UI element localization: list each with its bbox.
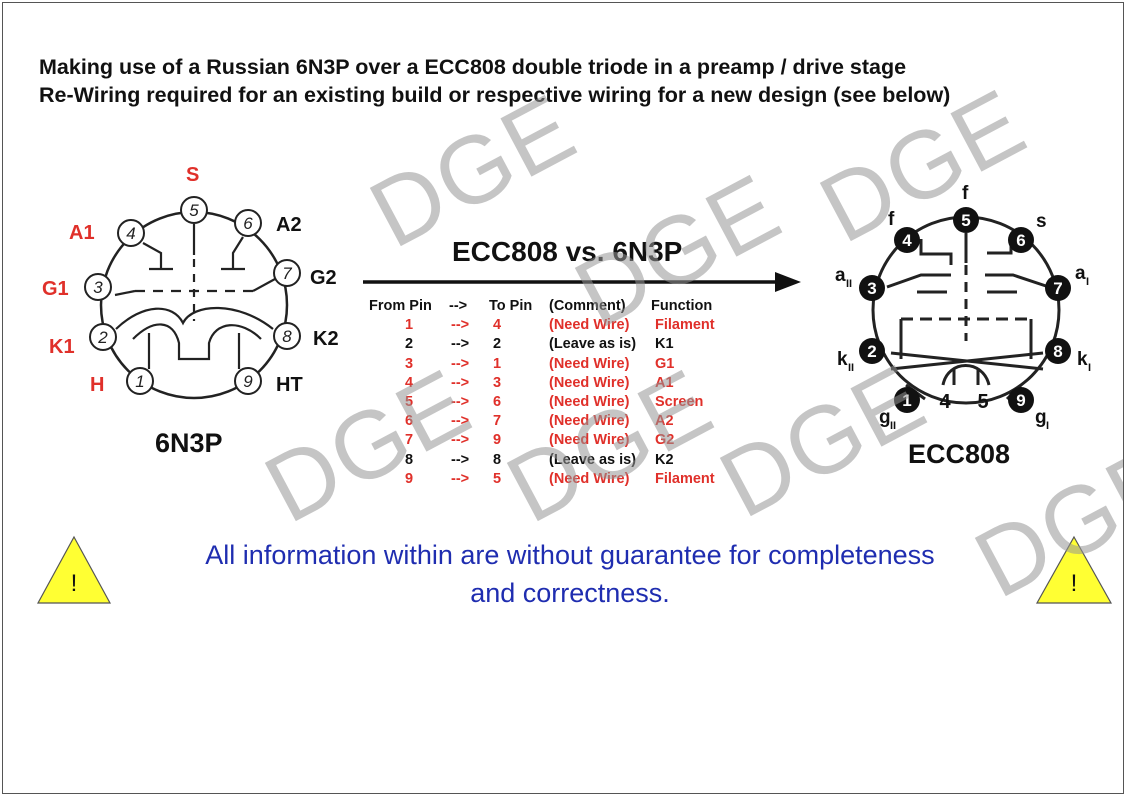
- tube-6n3p-pin-3: [84, 273, 112, 301]
- tube-ecc808-pin-2: [859, 338, 885, 364]
- tube-ecc808-label-s: s: [1036, 211, 1047, 232]
- tube-ecc808-diagram: 1 2 3 4 5 6 7 8 9 4 5 f f s a a: [835, 183, 1091, 432]
- warning-triangle-icon: !: [36, 535, 112, 604]
- tube-ecc808-label-f-top: f: [962, 183, 969, 204]
- tube-ecc808-subscript-g-i: I: [1046, 420, 1049, 432]
- tube-6n3p-internals: [114, 224, 276, 369]
- tube-6n3p-label-s: S: [186, 164, 199, 186]
- tube-ecc808-pin-number-3: 3: [867, 279, 876, 298]
- tube-ecc808-pin-4: [894, 227, 920, 253]
- disclaimer-line-1: All information within are without guara…: [205, 540, 935, 570]
- tube-ecc808-pin-number-4: 4: [902, 231, 912, 250]
- tube-6n3p-label-g1: G1: [42, 278, 69, 300]
- header-function: Function: [651, 298, 713, 314]
- tube-ecc808-internals: [886, 233, 1050, 401]
- tube-6n3p-pin-8: [273, 322, 301, 350]
- tube-ecc808-label-g-ii: g: [879, 407, 891, 428]
- arrow-right-icon: [363, 272, 801, 292]
- tube-ecc808-pin-number-1: 1: [902, 391, 911, 410]
- warning-triangle-icon: !: [1035, 535, 1113, 604]
- tube-6n3p-label-h: H: [90, 374, 104, 396]
- tube-6n3p-label-g2: G2: [310, 267, 337, 289]
- tube-ecc808-pin-8: [1045, 338, 1071, 364]
- tube-ecc808-pin-number-7: 7: [1053, 279, 1062, 298]
- document-frame: Making use of a Russian 6N3P over a ECC8…: [2, 2, 1124, 794]
- tube-6n3p-pin-number-4: 4: [126, 224, 135, 243]
- tube-ecc808-label-f-left: f: [888, 209, 895, 230]
- tube-ecc808-label-k-ii: k: [837, 349, 848, 370]
- tube-ecc808-pin-9: [1008, 387, 1034, 413]
- tube-ecc808-label-g-i: g: [1035, 407, 1047, 428]
- tube-ecc808-pin-7: [1045, 275, 1071, 301]
- tube-ecc808-label-k-i: k: [1077, 349, 1088, 370]
- header-to-pin: To Pin: [489, 298, 533, 314]
- tube-6n3p-pin-5: [180, 196, 208, 224]
- disclaimer: All information within are without guara…: [103, 536, 1037, 612]
- header-from-pin: From Pin: [369, 298, 432, 314]
- tube-ecc808-pin-number-2: 2: [867, 342, 876, 361]
- tube-ecc808-name: ECC808: [908, 439, 1011, 469]
- tube-6n3p-pin-number-9: 9: [243, 372, 253, 391]
- tube-6n3p-pin-number-7: 7: [282, 264, 292, 283]
- tube-ecc808-pin-number-8: 8: [1053, 342, 1062, 361]
- tube-ecc808-pin-6: [1008, 227, 1034, 253]
- tube-6n3p-pin-2: [89, 323, 117, 351]
- disclaimer-line-2: and correctness.: [470, 578, 670, 608]
- tube-6n3p-pin-number-2: 2: [97, 328, 108, 347]
- tube-ecc808-filament-number-4: 4: [939, 391, 951, 413]
- tube-ecc808-subscript-g-ii: II: [890, 420, 896, 432]
- tube-6n3p-label-ht: HT: [276, 374, 303, 396]
- tube-6n3p-pin-number-1: 1: [135, 372, 144, 391]
- header-line-1: Making use of a Russian 6N3P over a ECC8…: [39, 55, 907, 79]
- tube-ecc808-pin-number-9: 9: [1016, 391, 1025, 410]
- tube-6n3p-label-k2: K2: [313, 328, 339, 350]
- tube-6n3p-pin-1: [126, 367, 154, 395]
- tube-6n3p-pin-number-8: 8: [282, 327, 292, 346]
- tube-6n3p-pin-9: [234, 367, 262, 395]
- tube-ecc808-label-a-ii: a: [835, 265, 846, 286]
- header-line-2: Re-Wiring required for an existing build…: [39, 83, 951, 107]
- header-arrow: -->: [449, 298, 468, 314]
- tube-6n3p-diagram: 1 2 3 4 5 6 7 8 9: [42, 164, 339, 400]
- tube-6n3p-pin-4: [117, 219, 145, 247]
- warning-symbol-left: !: [71, 570, 78, 597]
- tube-ecc808-pin-5: [953, 207, 979, 233]
- tube-ecc808-pin-number-5: 5: [961, 211, 970, 230]
- diagram-canvas: 1 2 3 4 5 6 7 8 9: [36, 164, 1113, 604]
- warning-symbol-right: !: [1071, 570, 1078, 597]
- tube-ecc808-filament-number-5: 5: [977, 391, 988, 413]
- tube-ecc808-subscript-k-i: I: [1088, 362, 1091, 374]
- tube-6n3p-pin-number-3: 3: [93, 278, 103, 297]
- tube-6n3p-label-k1: K1: [49, 336, 75, 358]
- tube-ecc808-label-a-i: a: [1075, 263, 1086, 284]
- header: Making use of a Russian 6N3P over a ECC8…: [39, 53, 950, 109]
- tube-6n3p-label-a1: A1: [69, 222, 95, 244]
- tube-6n3p-label-a2: A2: [276, 214, 302, 236]
- tube-6n3p-pin-6: [234, 209, 262, 237]
- tube-6n3p-pin-number-6: 6: [243, 214, 253, 233]
- tube-6n3p-pin-number-5: 5: [189, 201, 199, 220]
- tube-ecc808-subscript-a-ii: II: [846, 278, 852, 290]
- tube-ecc808-pin-3: [859, 275, 885, 301]
- tube-6n3p-name: 6N3P: [155, 428, 223, 458]
- tube-ecc808-pin-1: [894, 387, 920, 413]
- tube-ecc808-subscript-a-i: I: [1086, 276, 1089, 288]
- tube-6n3p-pin-7: [273, 259, 301, 287]
- tube-ecc808-pin-number-6: 6: [1016, 231, 1025, 250]
- comparison-title: ECC808 vs. 6N3P: [452, 236, 682, 267]
- tube-ecc808-subscript-k-ii: II: [848, 362, 854, 374]
- header-comment: (Comment): [549, 298, 626, 314]
